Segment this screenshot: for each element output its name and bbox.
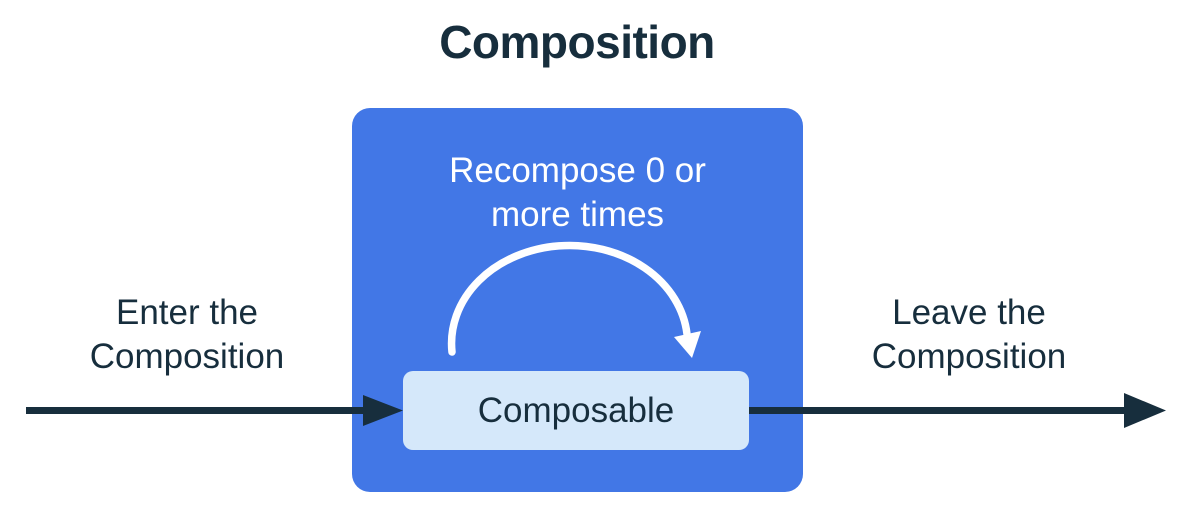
recompose-arc-path	[447, 241, 691, 356]
composable-label: Composable	[477, 390, 675, 430]
recompose-arc-icon	[447, 241, 701, 358]
leave-arrowhead-icon	[1124, 393, 1166, 428]
enter-composition-label: Enter the Composition	[89, 293, 285, 376]
leave-composition-label: Leave the Composition	[871, 293, 1067, 376]
page-title: Composition	[439, 16, 715, 68]
leave-arrow-icon	[749, 393, 1166, 428]
recompose-label: Recompose 0 or more times	[449, 151, 706, 234]
enter-arrow-icon	[26, 395, 403, 426]
composable-node: Composable	[403, 371, 749, 450]
enter-arrowhead-icon	[363, 395, 403, 426]
recompose-arrowhead-icon	[674, 331, 701, 358]
